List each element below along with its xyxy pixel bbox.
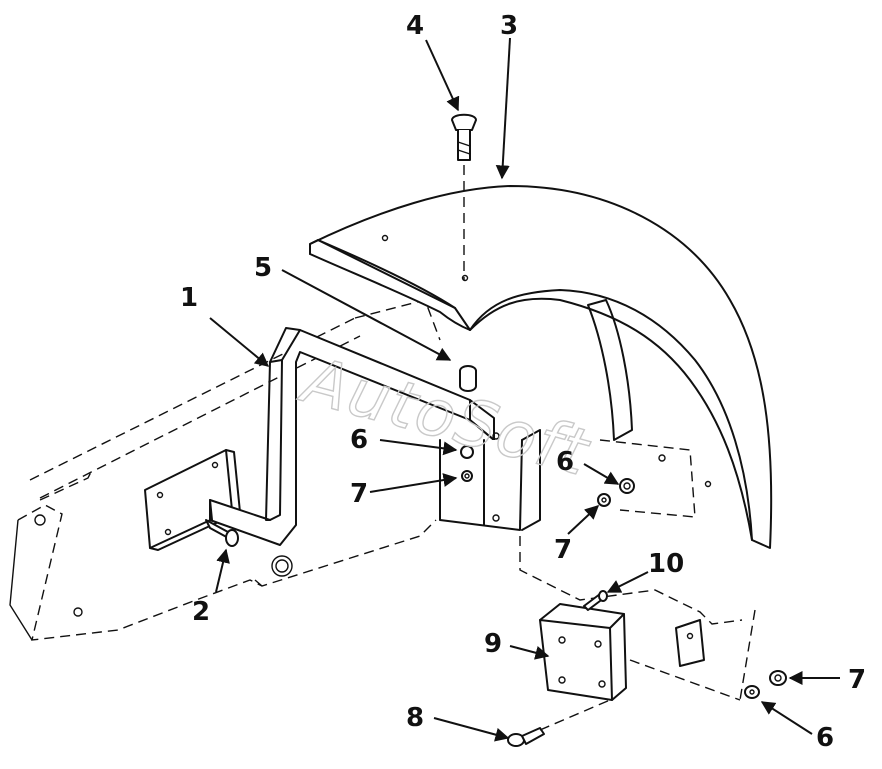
nut-washer-fender — [597, 478, 635, 507]
callout-4: 4 — [406, 11, 424, 41]
callout-5: 5 — [254, 253, 272, 283]
nut-washer-lower — [744, 670, 787, 699]
callout-7c: 7 — [848, 665, 866, 695]
bolt-part-4 — [451, 113, 477, 280]
callout-1: 1 — [180, 283, 198, 313]
callout-6b: 6 — [556, 447, 574, 477]
mount-plate-part-9 — [539, 603, 627, 701]
bracket-arm-part-1 — [209, 327, 495, 546]
mount-bracket-right — [675, 619, 705, 667]
callout-9: 9 — [484, 629, 502, 659]
callout-6a: 6 — [350, 425, 368, 455]
callout-10: 10 — [648, 549, 684, 579]
callout-labels: 1 2 3 4 5 6 7 6 7 10 9 8 7 6 — [180, 11, 866, 753]
bolt-part-2 — [205, 519, 239, 547]
lower-guide-lines — [519, 520, 756, 701]
fender-mount-post — [439, 429, 541, 531]
bolt-part-10 — [583, 590, 608, 611]
callout-2: 2 — [192, 597, 210, 627]
spacer-part-5 — [459, 365, 477, 392]
callout-8: 8 — [406, 703, 424, 733]
bolt-part-8 — [507, 699, 611, 747]
callout-7b: 7 — [554, 535, 572, 565]
fender-part-3 — [309, 185, 773, 549]
callout-3: 3 — [500, 11, 518, 41]
callout-7a: 7 — [350, 479, 368, 509]
callout-6c: 6 — [816, 723, 834, 753]
callout-arrows — [209, 37, 840, 742]
